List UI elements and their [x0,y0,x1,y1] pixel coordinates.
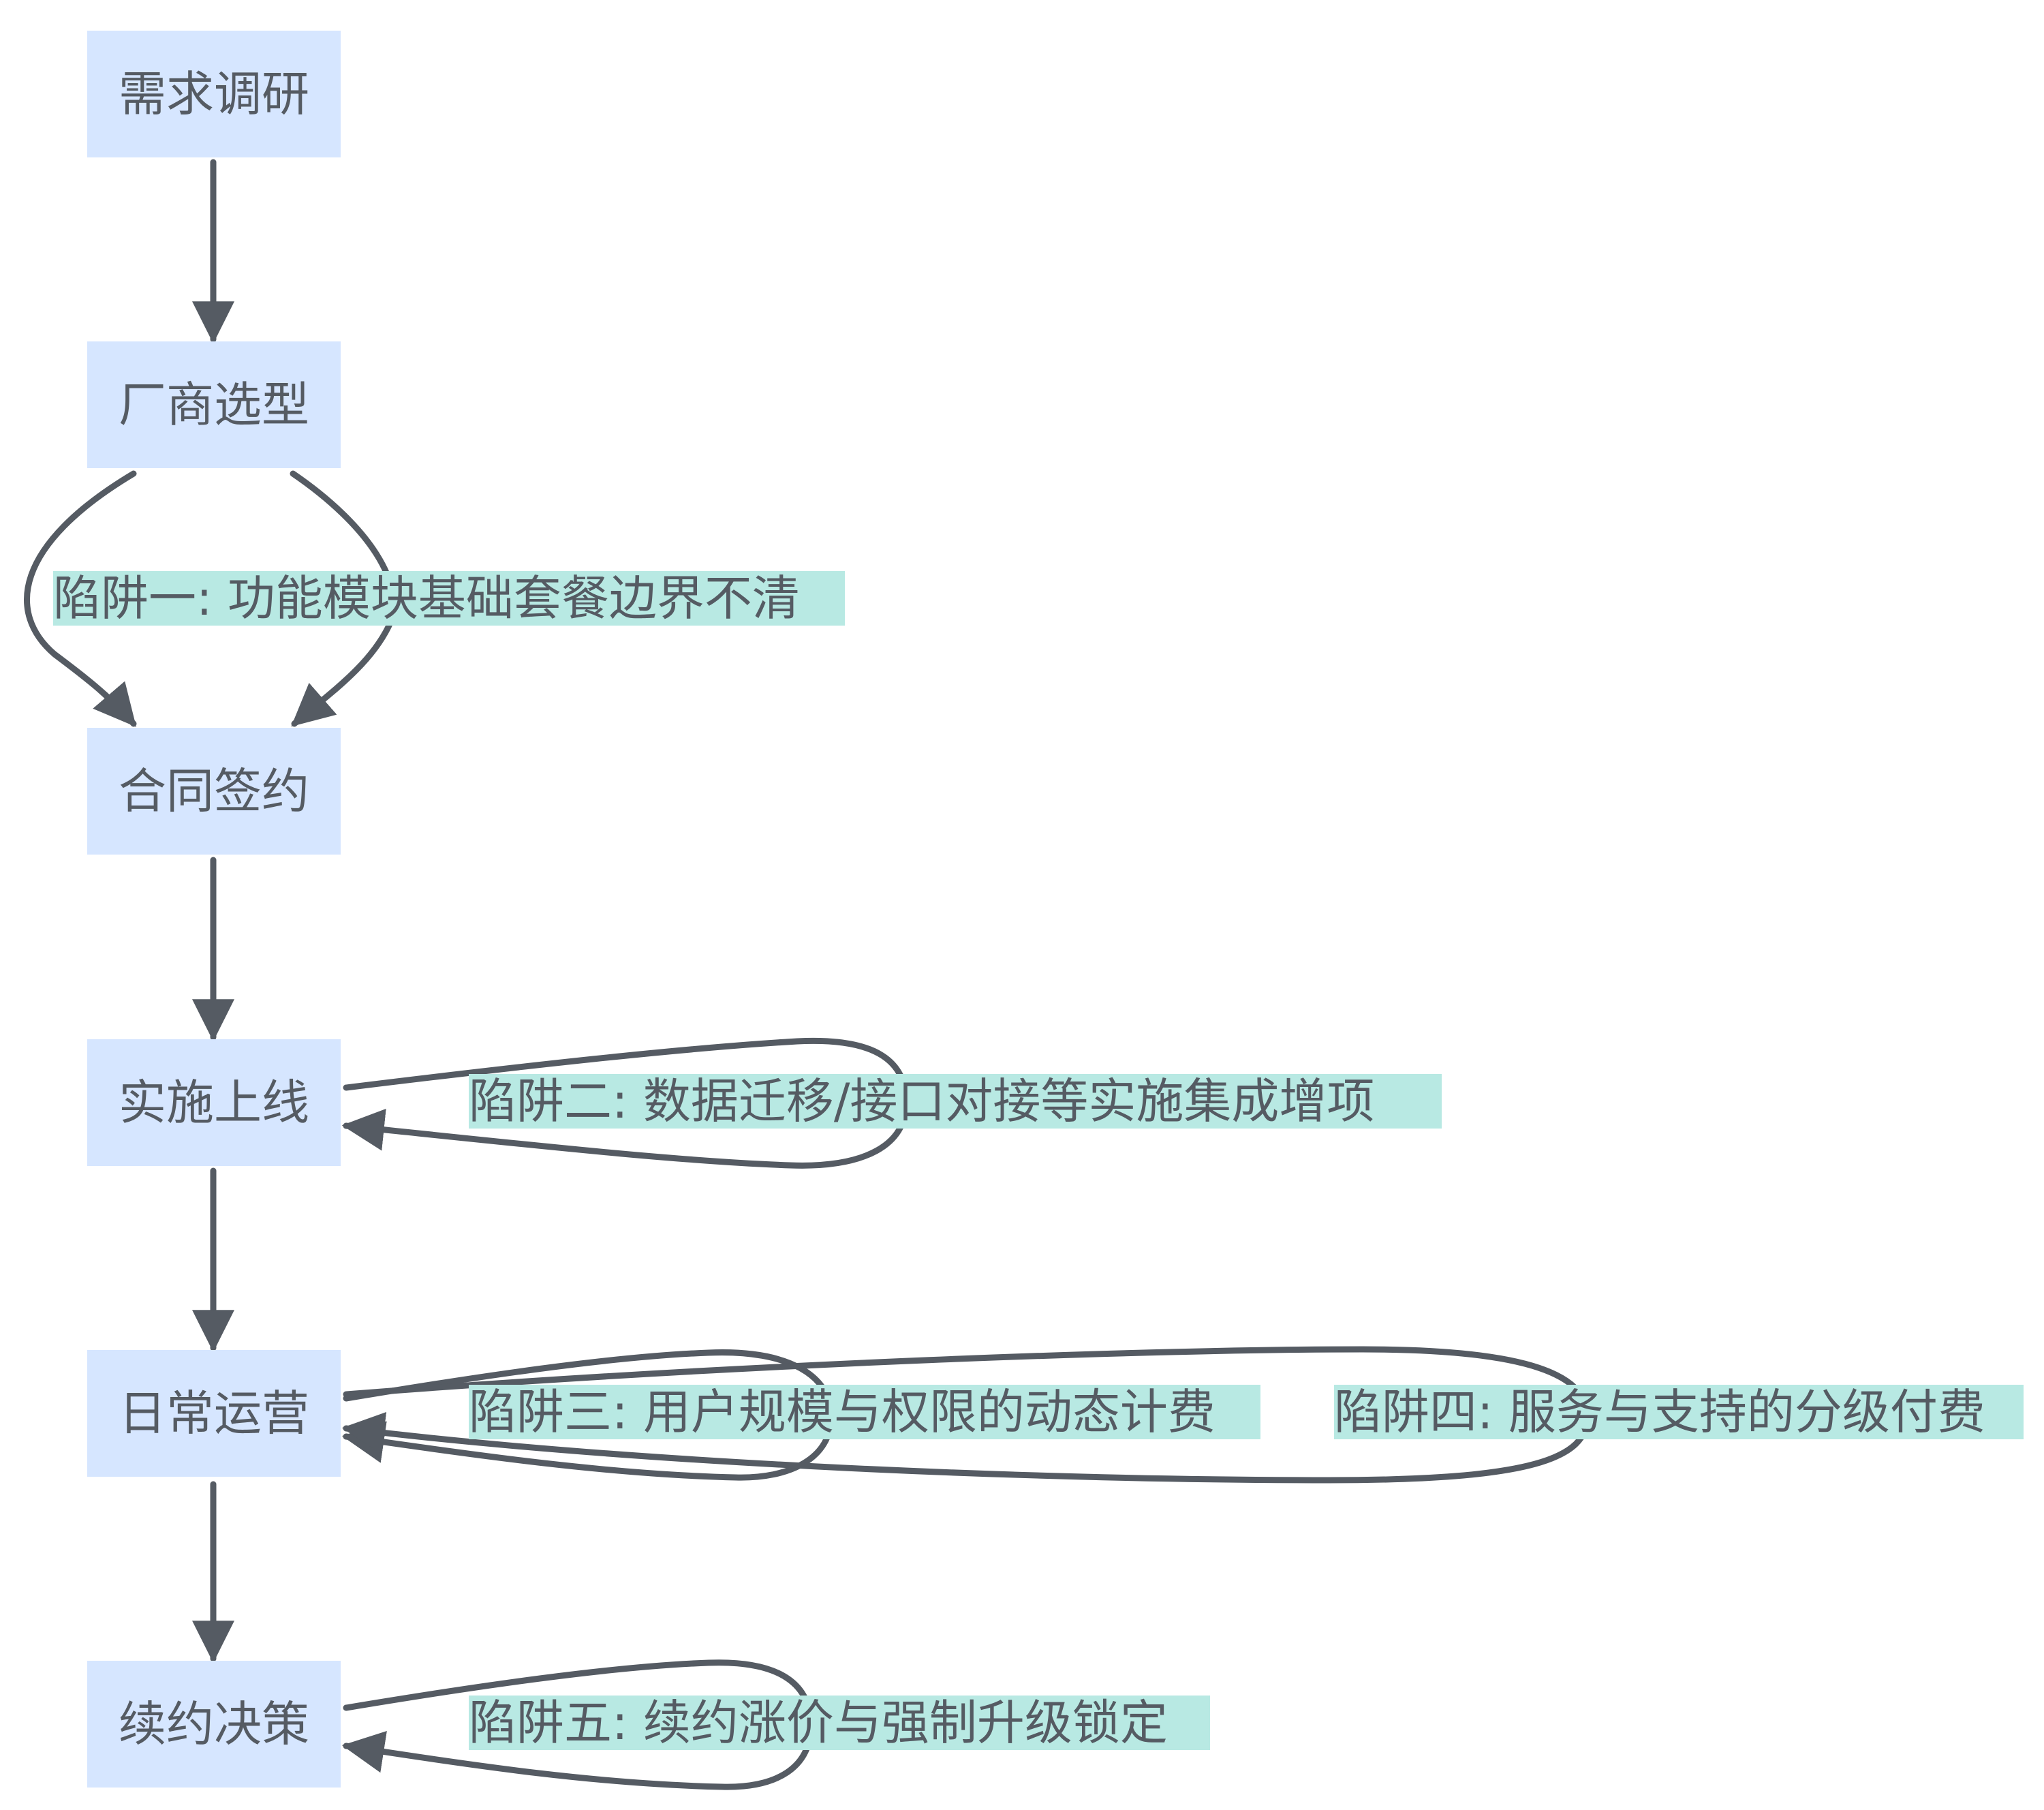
node-daily-operations-label: 日常运营 [119,1385,309,1441]
edge-label-4: 陷阱四: 服务与支持的分级付费 [1334,1384,2024,1440]
node-contract-signing[interactable]: 合同签约 [87,728,341,855]
node-daily-operations-box [87,1350,341,1477]
edge-label-1: 陷阱一: 功能模块基础套餐边界不清 [53,570,845,626]
node-vendor-selection-box [87,341,341,468]
node-vendor-selection[interactable]: 厂商选型 [87,341,341,468]
edge-label-3: 陷阱三: 用户规模与权限的动态计费 [469,1384,1260,1440]
edge-label-4-text: 陷阱四: 服务与支持的分级付费 [1334,1384,1985,1440]
edge-label-5-text: 陷阱五: 续约涨价与强制升级锁定 [469,1695,1168,1751]
edge-label-2: 陷阱二: 数据迁移/接口对接等实施集成增项 [469,1073,1442,1129]
node-contract-signing-label: 合同签约 [119,763,309,819]
node-implementation-launch[interactable]: 实施上线 [87,1039,341,1166]
edge-label-2-text: 陷阱二: 数据迁移/接口对接等实施集成增项 [469,1073,1374,1129]
node-vendor-selection-label: 厂商选型 [119,377,309,433]
node-research-label: 需求调研 [119,66,309,122]
edge-label-1-background [53,571,845,626]
edge-selection-to-contract-left [24,470,137,727]
edge-label-5-background [469,1696,1210,1750]
edge-label-5: 陷阱五: 续约涨价与强制升级锁定 [469,1695,1210,1751]
edge-label-2-background [469,1074,1442,1129]
node-contract-signing-box [87,728,341,855]
edge-label-4-background [1334,1385,2024,1439]
edge-label-1-text: 陷阱一: 功能模块基础套餐边界不清 [53,570,800,626]
node-research-box [87,31,341,157]
edge-label-3-text: 陷阱三: 用户规模与权限的动态计费 [469,1384,1215,1440]
node-daily-operations[interactable]: 日常运营 [87,1350,341,1477]
node-research[interactable]: 需求调研 [87,31,341,157]
node-implementation-launch-label: 实施上线 [119,1075,309,1131]
edge-label-3-background [469,1385,1260,1439]
node-renewal-decision[interactable]: 续约决策 [87,1661,341,1788]
node-implementation-launch-box [87,1039,341,1166]
node-renewal-decision-label: 续约决策 [119,1696,309,1752]
node-renewal-decision-box [87,1661,341,1788]
